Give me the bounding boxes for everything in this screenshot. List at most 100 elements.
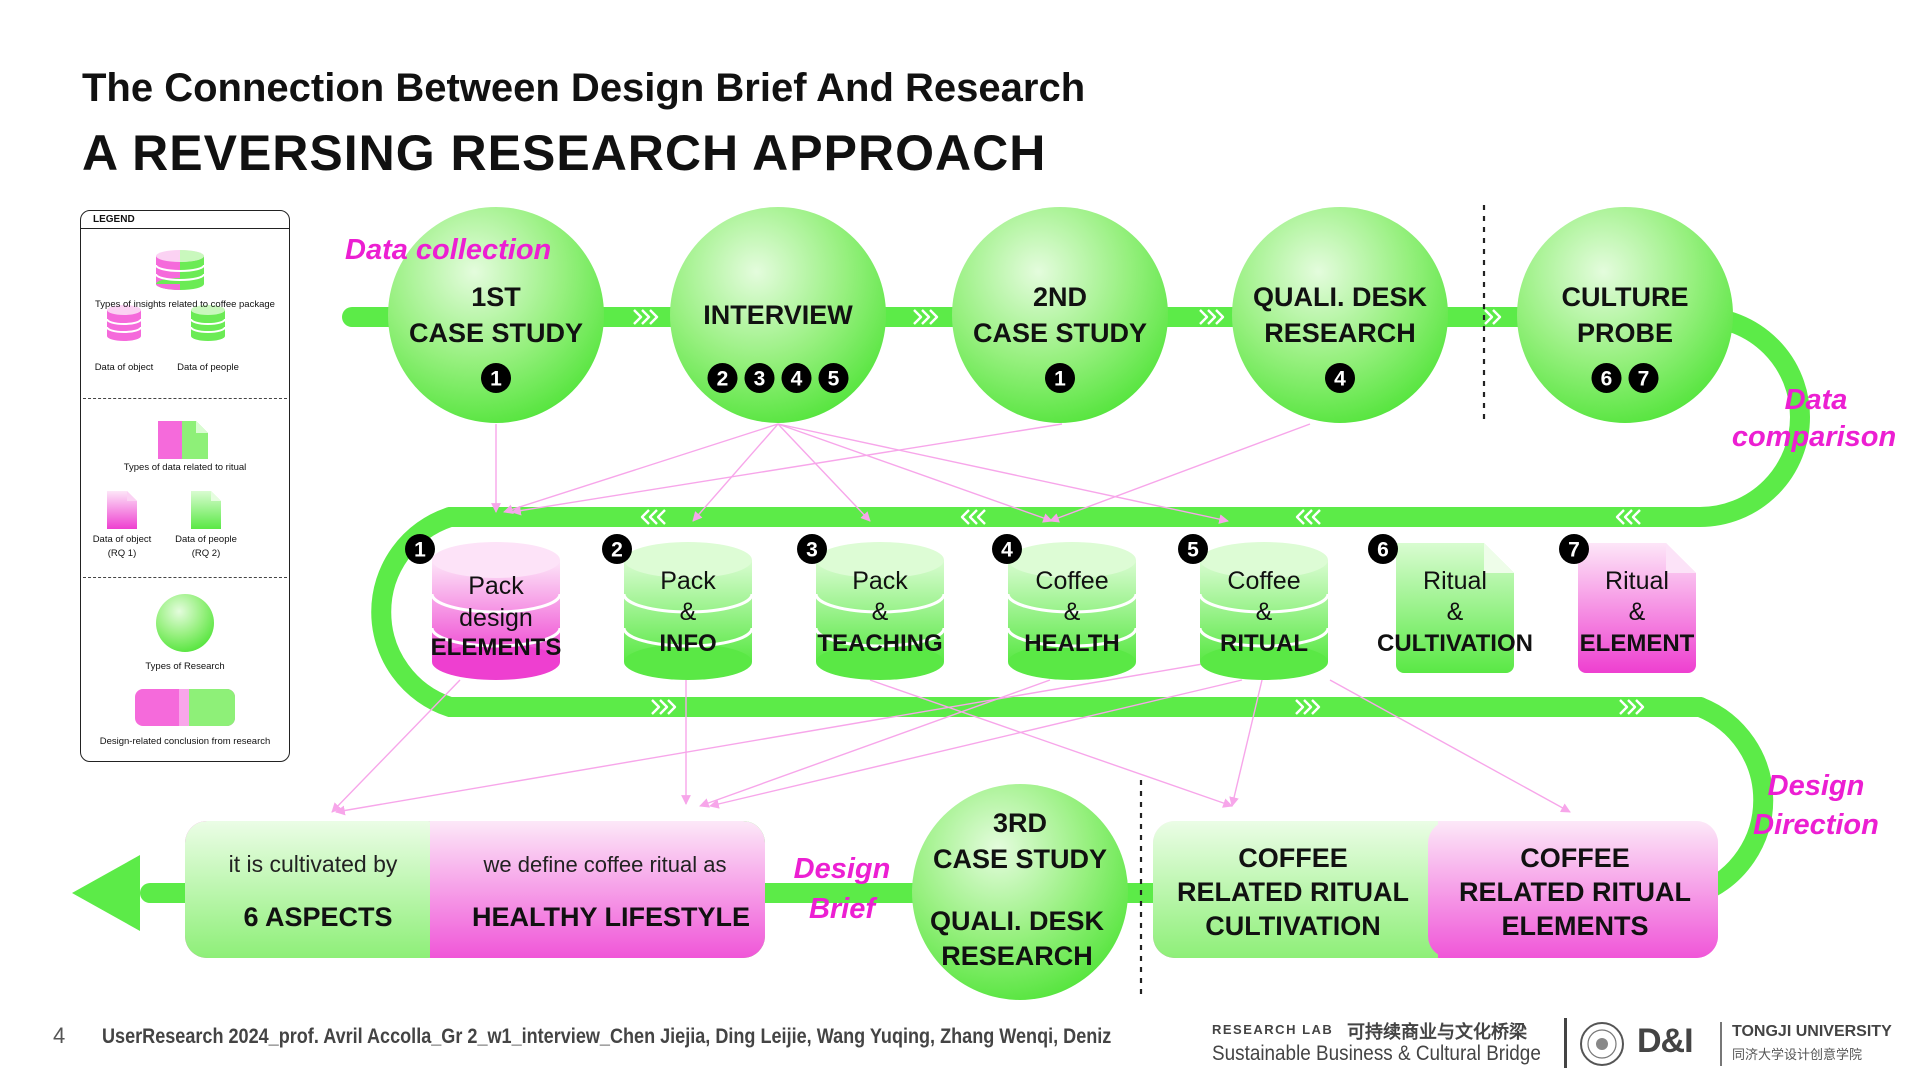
conclusion-healthy-lifestyle: it is cultivated by 6 ASPECTS we define …: [185, 821, 765, 958]
svg-text:RESEARCH: RESEARCH: [941, 941, 1093, 971]
research-title: 1ST: [471, 282, 521, 312]
lab-cn: 可持续商业与文化桥梁: [1347, 1022, 1527, 1042]
research-title: INTERVIEW: [703, 300, 853, 330]
research-circle-3rd-case-study: 3RD CASE STUDY QUALI. DESK RESEARCH: [912, 784, 1128, 1000]
insights-icon: [155, 250, 205, 290]
legend-conclusion-label: Design-related conclusion from research: [99, 736, 271, 747]
number-badge: [1325, 363, 1355, 393]
data-item-label: HEALTH: [1024, 630, 1120, 657]
lifestyle-text: HEALTHY LIFESTYLE: [472, 902, 750, 932]
number-badge-label: 6: [1601, 368, 1613, 391]
number-badge-label: 2: [717, 368, 729, 391]
legend-object-rq-label: Data of object: [92, 534, 152, 545]
number-badge: [405, 534, 435, 564]
dxi-logo: D&I: [1637, 1022, 1694, 1060]
data-item-label: Ritual: [1605, 567, 1669, 595]
lab-en: Sustainable Business & Cultural Bridge: [1212, 1042, 1541, 1065]
page-subtitle: A REVERSING RESEARCH APPROACH: [82, 125, 1047, 181]
number-badge-label: 1: [414, 539, 426, 562]
svg-text:Data: Data: [1785, 384, 1848, 416]
data-item-label: Pack: [468, 572, 524, 600]
research-title: CASE STUDY: [973, 318, 1147, 348]
number-badge: [1368, 534, 1398, 564]
data-item-label: Pack: [852, 567, 908, 595]
number-badge: [781, 363, 812, 393]
legend-insights-label: Types of insights related to coffee pack…: [95, 299, 275, 310]
data-item-label: Coffee: [1227, 567, 1300, 595]
connection-arrows: [331, 423, 1571, 816]
data-item-label: &: [680, 598, 697, 626]
data-item-label: TEACHING: [817, 630, 942, 657]
data-item-label: RITUAL: [1220, 630, 1308, 657]
research-title: RESEARCH: [1264, 318, 1416, 348]
label-data-comparison: Data comparison: [1732, 384, 1896, 453]
svg-text:comparison: comparison: [1732, 421, 1896, 453]
svg-text:COFFEE: COFFEE: [1238, 843, 1348, 873]
document-icon: [1396, 543, 1514, 673]
legend-people-rq: (RQ 2): [191, 548, 221, 559]
legend-object-rq: (RQ 1): [107, 548, 137, 559]
page-title: The Connection Between Design Brief And …: [82, 66, 1086, 110]
page-number: 4: [53, 1023, 66, 1048]
number-badge-label: 4: [791, 368, 803, 391]
legend: LEGEND: [80, 210, 290, 762]
legend-icons: [106, 250, 235, 726]
number-badge-label: 2: [611, 539, 623, 562]
svg-text:Design: Design: [794, 853, 891, 885]
svg-text:Direction: Direction: [1753, 809, 1879, 841]
research-circle-icon: [156, 594, 214, 652]
number-badge: [602, 534, 632, 564]
data-items: PackdesignELEMENTS1Pack&INFO2Pack&TEACHI…: [405, 534, 1696, 680]
data-item-label: Ritual: [1423, 567, 1487, 595]
number-badge: [1178, 534, 1208, 564]
number-badge-label: 4: [1334, 368, 1346, 391]
research-circle: INTERVIEW 2 3 4 5: [670, 207, 886, 423]
ritual-doc-icon: [158, 421, 208, 459]
conclusion-ritual-cultivation-elements: COFFEE RELATED RITUAL CULTIVATION COFFEE…: [1153, 821, 1718, 958]
object-doc-icon: [107, 491, 137, 529]
number-badge-label: 6: [1377, 539, 1389, 562]
data-item-label: &: [1447, 598, 1464, 626]
label-data-collection: Data collection: [345, 234, 551, 266]
footer-credits: UserResearch 2024_prof. Avril Accolla_Gr…: [102, 1025, 1112, 1048]
cultivated-by-text: it is cultivated by: [229, 851, 398, 877]
number-badge-label: 3: [806, 539, 818, 562]
logo-divider: [1564, 1018, 1567, 1068]
data-item: Pack & TEACHING 3: [797, 534, 946, 680]
data-item-label: ELEMENTS: [431, 634, 562, 661]
flow-end-arrowhead: [72, 855, 140, 931]
number-badge-label: 5: [828, 368, 840, 391]
svg-text:CASE STUDY: CASE STUDY: [933, 844, 1107, 874]
legend-divider: [83, 577, 287, 578]
data-item-label: INFO: [659, 630, 716, 657]
svg-text:ELEMENTS: ELEMENTS: [1501, 911, 1648, 941]
number-badge: [1045, 363, 1075, 393]
number-badge: [1628, 363, 1659, 393]
number-badge-label: 1: [1054, 368, 1066, 391]
legend-people-rq-label: Data of people: [175, 534, 237, 545]
legend-heading: LEGEND: [81, 211, 289, 229]
lab-small: RESEARCH LAB: [1212, 1022, 1334, 1037]
flow-chevrons: [344, 309, 1645, 715]
design-brief-label: Design Brief: [794, 853, 891, 925]
define-as-text: we define coffee ritual as: [483, 852, 727, 877]
number-badge-label: 3: [754, 368, 766, 391]
data-item-label: &: [872, 598, 889, 626]
number-badge: [797, 534, 827, 564]
number-badge-label: 1: [490, 368, 502, 391]
number-badge: [818, 363, 849, 393]
university-seal-icon: [1580, 1022, 1624, 1066]
footer-logos: RESEARCH LAB 可持续商业与文化桥梁 Sustainable Busi…: [1212, 1018, 1902, 1070]
document-icon: [1578, 543, 1696, 673]
svg-text:QUALI. DESK: QUALI. DESK: [930, 906, 1105, 936]
data-item-label: &: [1064, 598, 1081, 626]
number-badge-label: 5: [1187, 539, 1199, 562]
